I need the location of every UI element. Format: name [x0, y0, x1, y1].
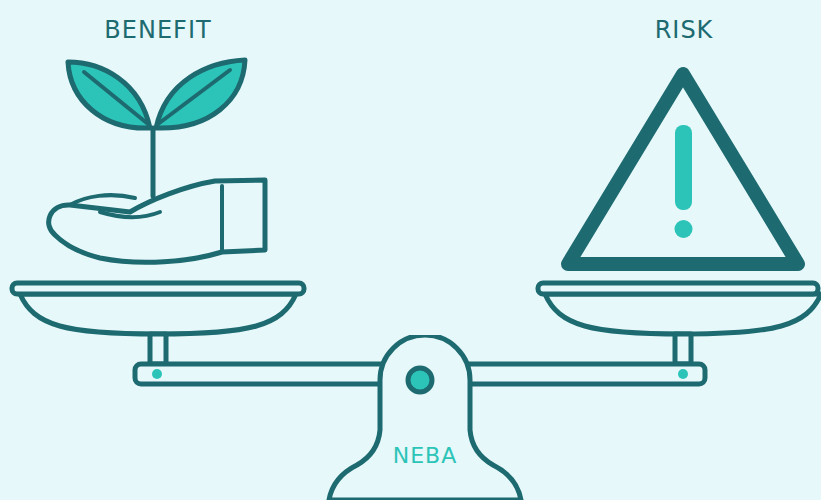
plant-stem [151, 128, 156, 196]
pan-label: RISK [655, 16, 714, 44]
warning-triangle [568, 74, 798, 264]
pan-label: BENEFIT [104, 16, 211, 44]
pan-stem [675, 334, 691, 364]
leaf [68, 62, 150, 128]
pan-rim [538, 283, 818, 294]
cuff-line [220, 186, 224, 250]
exclamation-bar [675, 125, 692, 210]
exclamation-dot [675, 220, 693, 238]
leaf [156, 60, 245, 128]
pan-rim [12, 283, 304, 294]
right-pan [545, 294, 821, 334]
pivot-stand: NEBA [325, 335, 525, 500]
finger-line [70, 195, 135, 205]
stand-outline [325, 335, 525, 500]
pan-stem [150, 334, 166, 364]
finger-line [100, 212, 160, 217]
beam-pin [152, 369, 162, 379]
leaf-vein [84, 72, 148, 124]
left-pan [20, 294, 296, 334]
hand [49, 180, 265, 262]
beam-pin [678, 369, 688, 379]
stand-label: NEBA [393, 443, 458, 468]
leaf-vein [158, 70, 230, 124]
